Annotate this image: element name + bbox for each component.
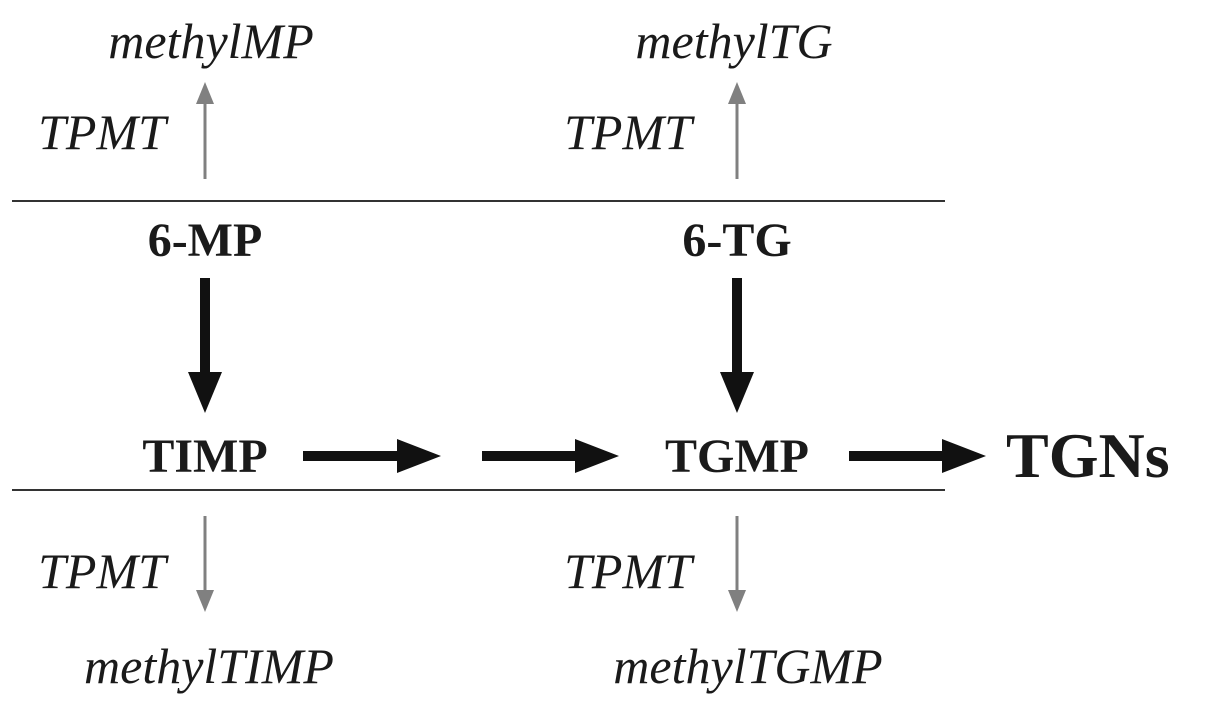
- arrow-timp-step-2: [482, 439, 619, 473]
- tpmt-label-bottom-left: TPMT: [38, 543, 166, 599]
- methylmp-label: methylMP: [108, 13, 314, 69]
- tpmt-label-top-left: TPMT: [38, 104, 166, 160]
- tgns-label: TGNs: [1006, 420, 1170, 491]
- 6tg-label: 6-TG: [682, 214, 792, 267]
- methyltg-label: methylTG: [635, 13, 833, 69]
- methyltimp-label: methylTIMP: [84, 638, 334, 694]
- tpmt-arrow-6mp-to-methylmp: [196, 82, 214, 179]
- tpmt-label-top-right: TPMT: [564, 104, 692, 160]
- arrow-6mp-to-timp: [188, 278, 222, 413]
- arrow-timp-step-1: [303, 439, 441, 473]
- methyltgmp-label: methylTGMP: [613, 638, 883, 694]
- timp-label: TIMP: [142, 430, 268, 483]
- tpmt-arrow-tgmp-to-methyltgmp: [728, 516, 746, 612]
- tgmp-label: TGMP: [665, 430, 809, 483]
- arrow-tgmp-to-tgns: [849, 439, 986, 473]
- 6mp-label: 6-MP: [147, 214, 263, 267]
- tpmt-arrow-6tg-to-methyltg: [728, 82, 746, 179]
- tpmt-arrow-timp-to-methyltimp: [196, 516, 214, 612]
- tpmt-label-bottom-right: TPMT: [564, 543, 692, 599]
- arrow-6tg-to-tgmp: [720, 278, 754, 413]
